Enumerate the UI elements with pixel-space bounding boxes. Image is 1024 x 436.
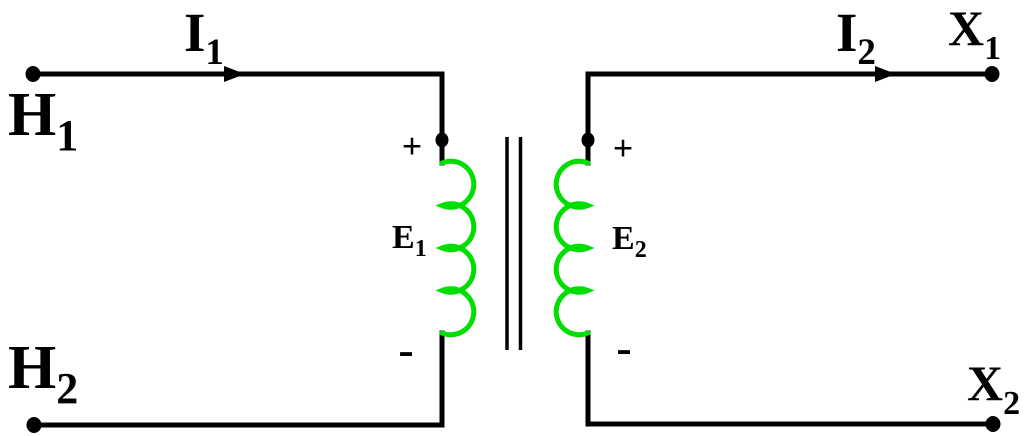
x1-subscript: 1 [984, 30, 1002, 67]
x2-terminal-dot [985, 416, 1001, 432]
current-arrows [224, 66, 896, 82]
transformer-core [505, 137, 523, 350]
e1-subscript: 1 [414, 236, 427, 262]
i2-subscript: 2 [857, 32, 876, 73]
h2-terminal-label: H2 [8, 334, 78, 411]
i1-current-label: I1 [184, 2, 224, 71]
i2-main: I [836, 2, 858, 63]
h2-subscript: 2 [56, 364, 79, 413]
h2-terminal-dot [26, 417, 42, 433]
primary-top-wire [30, 71, 445, 166]
h1-terminal-dot [25, 66, 41, 82]
i2-current-label: I2 [836, 2, 876, 71]
secondary-minus-mark: - [616, 322, 632, 373]
primary-winding-coil [435, 158, 477, 338]
primary-bottom-wire [31, 330, 445, 428]
e2-voltage-label: E2 [612, 220, 647, 263]
x2-subscript: 2 [1003, 385, 1021, 422]
secondary-bottom-wire [585, 330, 996, 427]
h1-subscript: 1 [56, 111, 79, 160]
x2-main: X [967, 355, 1004, 411]
connection-dots [25, 66, 1001, 433]
x1-main: X [948, 0, 985, 56]
primary-plus-mark: + [401, 126, 423, 166]
i1-main: I [184, 2, 206, 63]
secondary-top-wire [585, 71, 995, 166]
h1-main: H [8, 81, 57, 149]
x1-terminal-dot [984, 66, 1000, 82]
e1-main: E [392, 219, 415, 256]
i2-arrowhead-icon [875, 66, 896, 82]
secondary-junction-dot [581, 132, 595, 148]
x2-terminal-label: X2 [967, 355, 1020, 421]
e1-voltage-label: E1 [392, 219, 427, 262]
primary-minus-mark: - [398, 324, 414, 375]
h1-terminal-label: H1 [8, 81, 78, 158]
x1-terminal-label: X1 [948, 0, 1001, 66]
i1-arrowhead-icon [224, 66, 245, 82]
secondary-plus-mark: + [612, 128, 634, 168]
i1-subscript: 1 [205, 32, 224, 73]
e2-main: E [612, 220, 635, 257]
wires [30, 71, 996, 428]
primary-junction-dot [435, 132, 449, 148]
secondary-winding-coil [553, 158, 595, 338]
h2-main: H [8, 334, 57, 402]
e2-subscript: 2 [634, 237, 647, 263]
